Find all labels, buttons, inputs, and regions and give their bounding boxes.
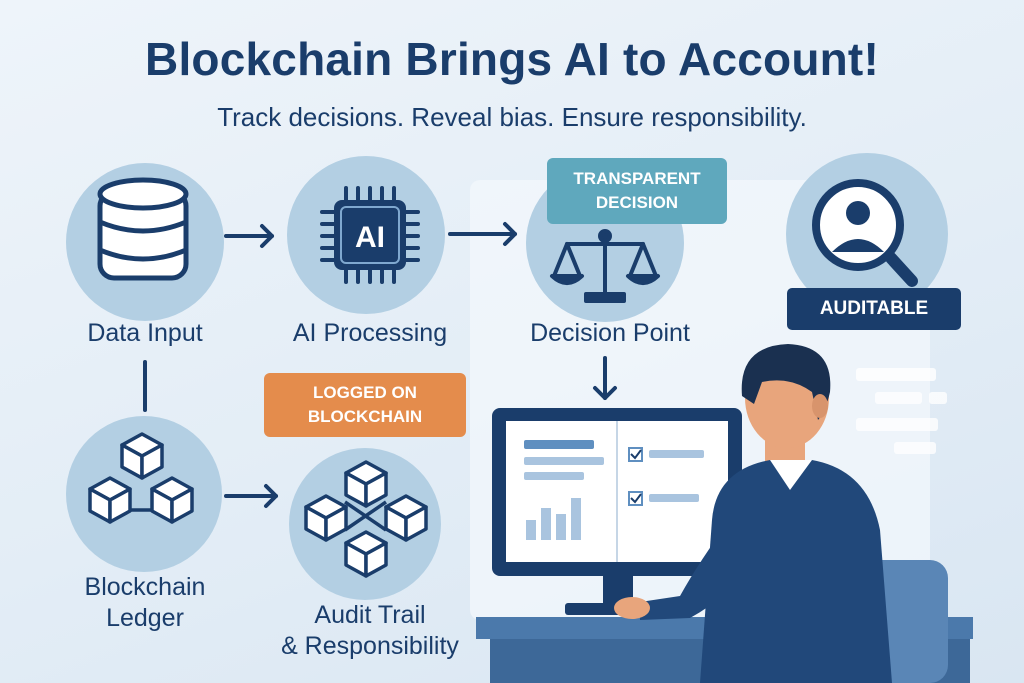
cube-network-icon [304,460,428,578]
arrow-ledger-to-audit [224,484,278,508]
audit-trail-label-line1: Audit Trail [314,601,426,629]
scales-icon [550,229,660,303]
transparent-decision-line2: DECISION [595,193,679,212]
decorative-stripes [856,368,947,454]
transparent-decision-tag: TRANSPARENT DECISION [547,158,727,224]
page-subtitle: Track decisions. Reveal bias. Ensure res… [217,102,807,132]
page-title: Blockchain Brings AI to Account! [145,33,879,85]
person-icon [614,344,892,683]
database-icon [97,177,189,281]
arrow-data-to-ai [224,224,274,248]
monitor-icon [492,408,742,615]
arrow-ai-to-decision [448,222,517,246]
cubes-icon [88,432,194,524]
ai-processing-label: AI Processing [292,319,448,347]
data-input-label: Data Input [87,319,203,347]
logged-on-blockchain-line1: LOGGED ON [313,383,417,402]
audit-trail-label: Audit Trail & Responsibility [240,600,500,662]
arrow-decision-down [593,356,617,400]
decision-point-label: Decision Point [530,319,690,347]
logged-on-blockchain-line2: BLOCKCHAIN [307,407,423,426]
blockchain-ledger-label: Blockchain Ledger [45,572,245,634]
blockchain-ledger-label-line2: Ledger [106,604,184,632]
audit-trail-label-line2: & Responsibility [281,632,459,660]
auditable-badge: AUDITABLE [787,288,961,330]
ai-chip-text: AI [355,221,385,254]
ai-chip-icon: AI [320,186,420,284]
transparent-decision-line1: TRANSPARENT [573,169,701,188]
logged-on-blockchain-tag: LOGGED ON BLOCKCHAIN [264,373,466,437]
blockchain-ledger-label-line1: Blockchain [84,573,206,601]
magnifier-person-icon [812,179,918,287]
